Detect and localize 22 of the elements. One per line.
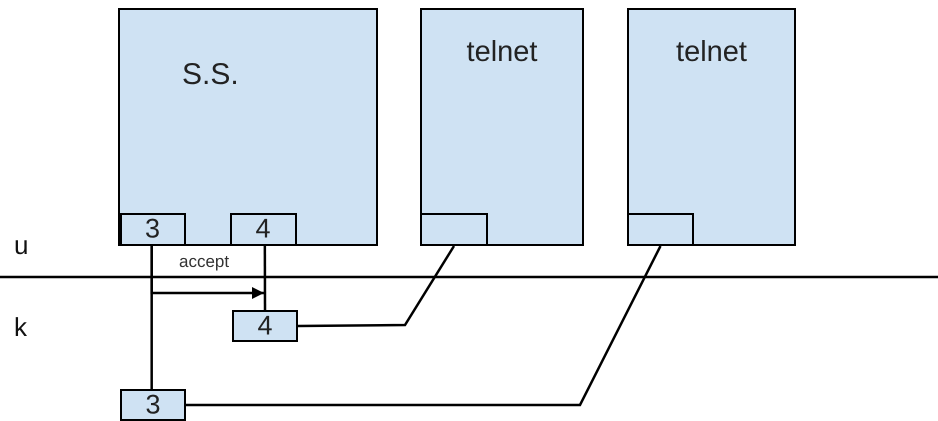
port-number: 3 (144, 216, 162, 242)
process-label: telnet (466, 36, 538, 69)
port-number: 3 (144, 392, 162, 418)
connector-line (186, 245, 662, 406)
connector-line (264, 246, 266, 310)
port-box (120, 389, 186, 421)
port-box (120, 212, 186, 246)
port-box (626, 212, 694, 246)
port-box (420, 212, 488, 246)
process-label: S.S. (182, 58, 239, 92)
connector-line (298, 245, 456, 328)
port-box (232, 310, 298, 342)
port-number: 4 (254, 216, 272, 242)
process-box (627, 8, 796, 246)
port-box (230, 212, 296, 246)
layer-label: k (14, 312, 27, 343)
process-box (420, 8, 584, 246)
layer-label: u (14, 230, 28, 261)
process-label: telnet (675, 36, 748, 69)
process-box (118, 8, 378, 246)
port-number: 4 (256, 312, 274, 340)
arrow (150, 246, 264, 299)
